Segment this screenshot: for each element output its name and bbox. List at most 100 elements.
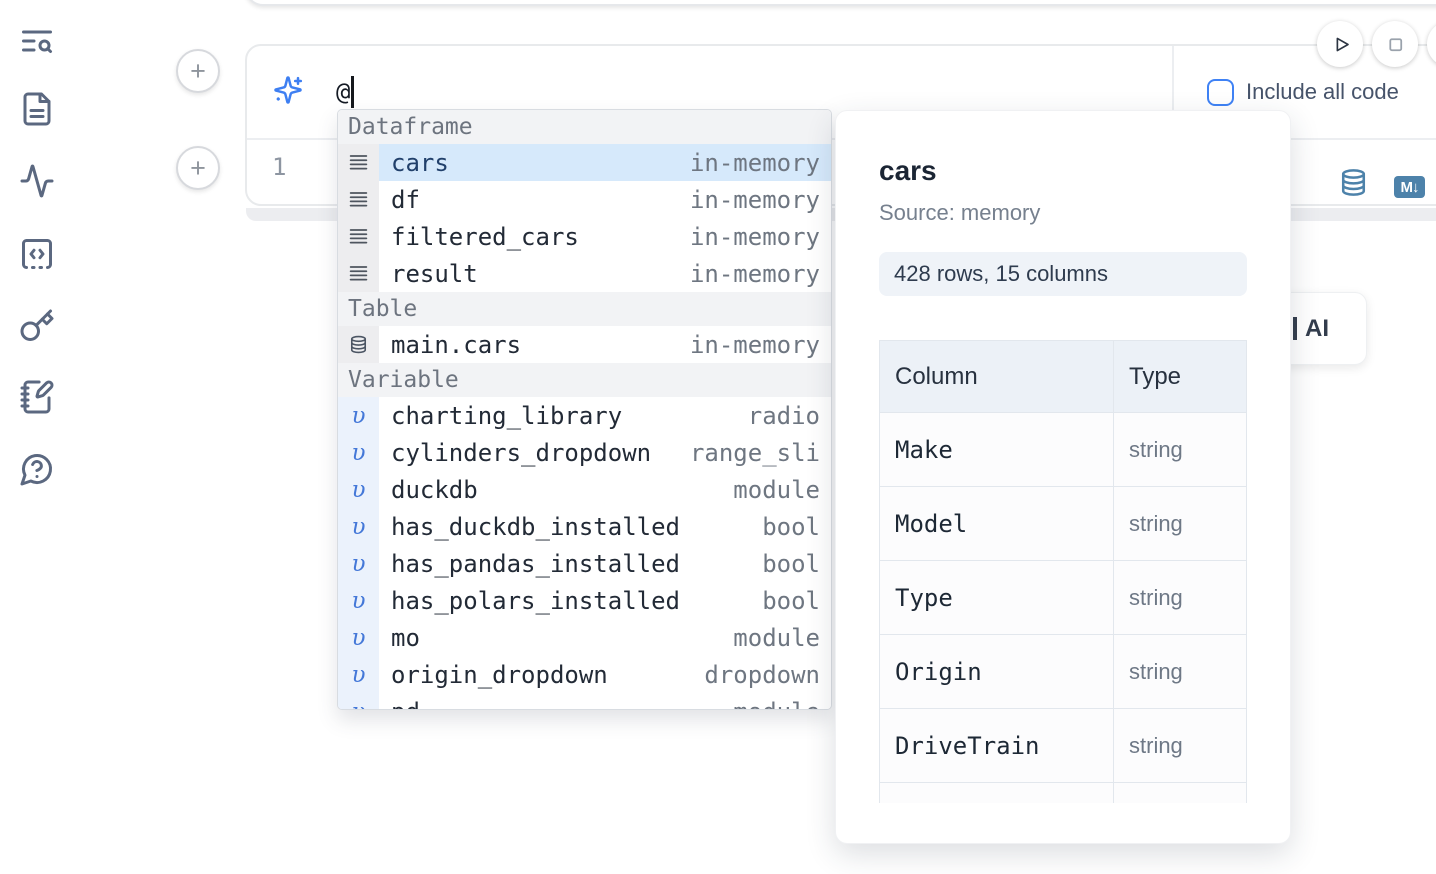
column-name-cell: Model	[879, 486, 1114, 561]
preview-shape-badge: 428 rows, 15 columns	[879, 252, 1247, 296]
column-type-cell: string	[1113, 560, 1247, 635]
column-type-cell: string	[1113, 412, 1247, 487]
dataframe-icon	[338, 144, 379, 181]
run-button[interactable]	[1317, 21, 1363, 67]
completion-detail: in-memory	[689, 222, 820, 251]
clipped-letter	[1293, 317, 1297, 340]
autocomplete-section-header: Dataframe	[338, 110, 831, 144]
autocomplete-item[interactable]: υ has_polars_installed bool	[338, 582, 831, 619]
variable-icon: υ	[338, 582, 379, 619]
preview-source: Source: memory	[879, 200, 1041, 225]
completion-name: has_pandas_installed	[391, 549, 680, 578]
column-name-cell: Origin	[879, 634, 1114, 709]
column-type-cell: string	[1113, 486, 1247, 561]
autocomplete-item[interactable]: υ origin_dropdown dropdown	[338, 656, 831, 693]
variable-icon: υ	[338, 545, 379, 582]
include-all-code-label: Include all code	[1246, 79, 1399, 104]
variable-icon: υ	[338, 434, 379, 471]
help-circle-icon[interactable]	[18, 450, 56, 488]
column-name-cell	[879, 782, 1114, 803]
add-cell-button-top[interactable]: +	[176, 49, 220, 93]
completion-name: has_duckdb_installed	[391, 512, 680, 541]
completion-detail: in-memory	[689, 148, 820, 177]
table-icon	[338, 326, 379, 363]
preview-title: cars	[879, 155, 937, 186]
autocomplete-item[interactable]: υ has_pandas_installed bool	[338, 545, 831, 582]
variable-icon: υ	[338, 619, 379, 656]
file-text-icon[interactable]	[18, 90, 56, 128]
dataframe-icon	[338, 255, 379, 292]
autocomplete-item[interactable]: df in-memory	[338, 181, 831, 218]
text-caret	[351, 76, 355, 108]
database-icon[interactable]	[1339, 168, 1368, 202]
dataframe-icon	[338, 218, 379, 255]
stop-button[interactable]	[1372, 21, 1418, 67]
column-name-cell: DriveTrain	[879, 708, 1114, 783]
column-type-cell: string	[1113, 708, 1247, 783]
variable-icon: υ	[338, 471, 379, 508]
variable-icon: υ	[338, 693, 379, 709]
completion-detail: module	[733, 475, 820, 504]
completion-detail: bool	[762, 549, 820, 578]
include-all-code-group: Include all code	[1172, 46, 1436, 138]
preview-table-header: Column	[879, 340, 1114, 413]
variable-icon: υ	[338, 397, 379, 434]
completion-name: pd	[391, 698, 420, 710]
completion-detail: bool	[762, 586, 820, 615]
column-type-cell	[1113, 782, 1247, 803]
completion-detail: in-memory	[689, 185, 820, 214]
completion-detail: radio	[747, 401, 820, 430]
autocomplete-item[interactable]: υ charting_library radio	[338, 397, 831, 434]
completion-detail: dropdown	[704, 660, 820, 689]
autocomplete-section-header: Variable	[338, 363, 831, 397]
completion-name: mo	[391, 623, 420, 652]
autocomplete-item[interactable]: υpdmodule	[338, 693, 831, 710]
text-search-icon[interactable]	[18, 22, 56, 60]
completion-name: result	[391, 259, 478, 288]
code-square-icon[interactable]	[18, 235, 56, 273]
add-cell-button-bottom[interactable]: +	[176, 146, 220, 190]
variable-icon: υ	[338, 656, 379, 693]
ai-prompt-input[interactable]: @	[336, 78, 351, 106]
include-all-code-checkbox[interactable]	[1207, 78, 1234, 106]
autocomplete-item[interactable]: υ cylinders_dropdown range_sli	[338, 434, 831, 471]
completion-name: df	[391, 185, 420, 214]
completion-name: origin_dropdown	[391, 660, 608, 689]
variable-icon: υ	[338, 508, 379, 545]
completion-detail: module	[733, 623, 820, 652]
partial-button[interactable]	[1427, 21, 1436, 67]
code-editor-row[interactable]: 1 M↓	[247, 140, 1436, 204]
sparkles-icon	[273, 75, 303, 110]
markdown-icon[interactable]: M↓	[1394, 176, 1425, 198]
key-icon[interactable]	[18, 307, 56, 345]
completion-detail: in-memory	[689, 330, 820, 359]
autocomplete-item[interactable]: filtered_cars in-memory	[338, 218, 831, 255]
line-number: 1	[272, 153, 287, 181]
notebook-pen-icon[interactable]	[18, 378, 56, 416]
column-name-cell: Make	[879, 412, 1114, 487]
completion-detail: bool	[762, 512, 820, 541]
completion-name: filtered_cars	[391, 222, 579, 251]
autocomplete-section-header: Table	[338, 292, 831, 326]
dataframe-icon	[338, 181, 379, 218]
activity-icon[interactable]	[18, 162, 56, 200]
completion-name: cylinders_dropdown	[391, 438, 652, 467]
completion-name: has_polars_installed	[391, 586, 680, 615]
dataframe-preview-tooltip: cars Source: memory 428 rows, 15 columns…	[835, 110, 1291, 844]
previous-cell-edge	[245, 0, 1436, 6]
completion-detail: range_sli	[689, 438, 820, 467]
autocomplete-item[interactable]: υ has_duckdb_installed bool	[338, 508, 831, 545]
completion-name: charting_library	[391, 401, 623, 430]
completion-name: duckdb	[391, 475, 478, 504]
